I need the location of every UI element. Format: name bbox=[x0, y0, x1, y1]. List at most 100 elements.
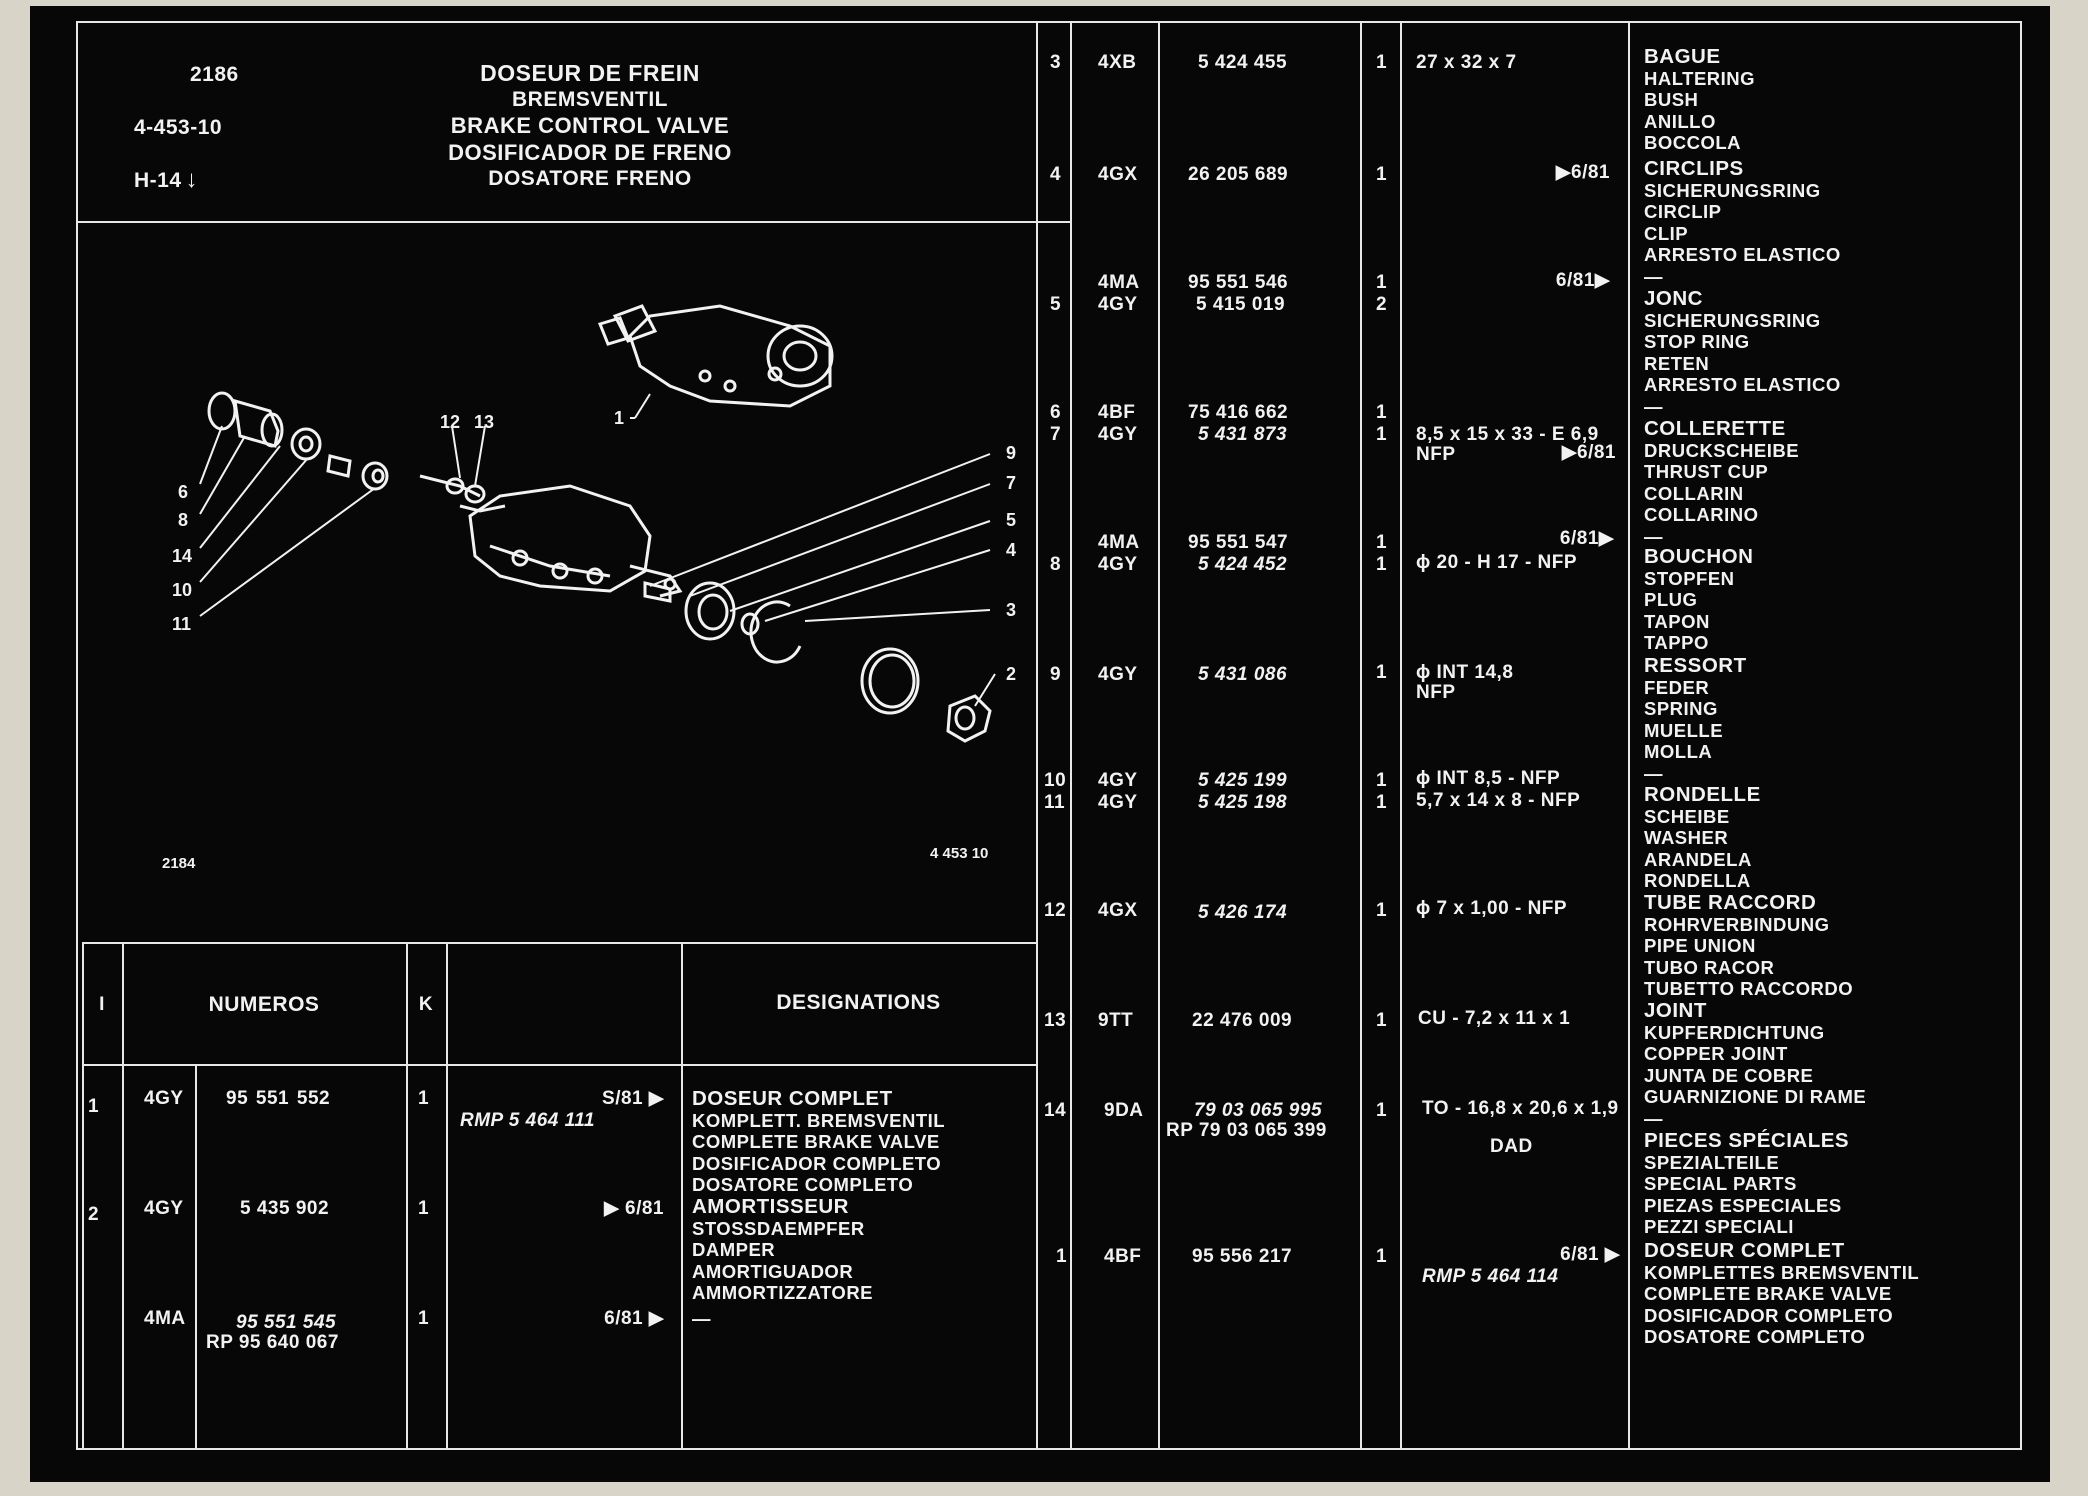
row-code: 4GY bbox=[1098, 792, 1138, 813]
col-header-index: I bbox=[99, 994, 105, 1015]
diagram-caption-right: 4 453 10 bbox=[930, 845, 988, 862]
row-k: 1 bbox=[1376, 554, 1388, 575]
row-spec-2: DAD bbox=[1490, 1136, 1533, 1157]
callout: 14 bbox=[172, 546, 192, 566]
desc-line: JOINT bbox=[1644, 999, 1707, 1022]
col-line bbox=[1158, 21, 1160, 1450]
row-number-alt: RP 95 640 067 bbox=[206, 1332, 339, 1353]
desc-line: BUSH bbox=[1644, 89, 1699, 110]
row-date: ▶6/81 bbox=[1555, 162, 1610, 183]
desc-line: COMPLETE BRAKE VALVE bbox=[692, 1131, 940, 1152]
bush-part bbox=[233, 398, 280, 448]
row-number: 5 424 455 bbox=[1198, 52, 1288, 73]
desc-line: ARRESTO ELASTICO bbox=[1644, 374, 1841, 395]
row-k: 1 bbox=[1376, 662, 1388, 683]
col-header-designations: DESIGNATIONS bbox=[776, 991, 941, 1014]
row-code: 4GY bbox=[1098, 294, 1138, 315]
row-number: 5 431 086 bbox=[1198, 664, 1288, 685]
row-index: 9 bbox=[1050, 664, 1062, 685]
ring-large bbox=[860, 647, 920, 715]
desc-line: THRUST CUP bbox=[1644, 461, 1769, 482]
row-date: 6/81▶ bbox=[1559, 528, 1614, 549]
parts-sheet: 2186 4-453-10 H-14↓ DOSEUR DE FREIN BREM… bbox=[30, 6, 2050, 1482]
row-index: 1 bbox=[88, 1096, 100, 1117]
row-index: 10 bbox=[1044, 770, 1067, 791]
desc-line: AMMORTIZZATORE bbox=[692, 1282, 874, 1303]
designation-group: BOUCHON STOPFEN PLUG TAPON TAPPO bbox=[1644, 546, 1753, 654]
row-code: 4GY bbox=[144, 1198, 184, 1219]
row-spec: ϕ 20 - H 17 - NFP bbox=[1416, 552, 1578, 573]
row-number: 5 425 198 bbox=[1198, 792, 1288, 813]
desc-line: — bbox=[1644, 265, 1663, 287]
row-k: 1 bbox=[1376, 424, 1388, 445]
row-k: 1 bbox=[1376, 770, 1388, 791]
callout: 11 bbox=[172, 614, 191, 634]
designation-group: JOINT KUPFERDICHTUNG COPPER JOINT JUNTA … bbox=[1644, 1000, 1866, 1129]
desc-line: STOP RING bbox=[1644, 331, 1750, 352]
desc-line: GUARNIZIONE DI RAME bbox=[1644, 1086, 1867, 1107]
callout: 8 bbox=[178, 510, 188, 530]
col-header-k: K bbox=[418, 994, 434, 1015]
diagram-caption-left: 2184 bbox=[162, 855, 196, 872]
col-line bbox=[1070, 21, 1072, 1450]
col-line bbox=[446, 942, 448, 1450]
desc-line: DOSIFICADOR COMPLETO bbox=[1644, 1304, 1894, 1326]
desc-line: BOUCHON bbox=[1644, 545, 1754, 568]
row-index: 14 bbox=[1044, 1100, 1067, 1121]
col-line bbox=[1360, 21, 1362, 1450]
callout: 3 bbox=[1006, 600, 1016, 620]
spring-part bbox=[326, 454, 352, 478]
valve-body-top bbox=[597, 304, 834, 408]
row-index: 4 bbox=[1050, 164, 1062, 185]
row-code: 4GY bbox=[1098, 770, 1138, 791]
desc-line: AMORTIGUADOR bbox=[692, 1260, 854, 1282]
desc-line: RONDELLA bbox=[1644, 870, 1751, 891]
row-spec-2: NFP bbox=[1416, 444, 1456, 465]
row-index: 6 bbox=[1050, 402, 1062, 423]
row-index: 5 bbox=[1050, 294, 1062, 315]
row-code: 4MA bbox=[144, 1308, 186, 1329]
plunger bbox=[419, 474, 481, 498]
row-index: 13 bbox=[1044, 1010, 1067, 1031]
col-line bbox=[406, 942, 408, 1450]
header-divider bbox=[76, 221, 1070, 223]
row-k: 1 bbox=[1376, 402, 1388, 423]
callout: 5 bbox=[1006, 510, 1016, 530]
damper-part bbox=[946, 694, 992, 743]
row-number: 95 551 552 bbox=[226, 1088, 331, 1109]
desc-line: ARRESTO ELASTICO bbox=[1644, 244, 1841, 265]
desc-line: PEZZI SPECIALI bbox=[1644, 1216, 1794, 1237]
row-note: RMP 5 464 111 bbox=[460, 1110, 596, 1131]
row-index: 11 bbox=[1044, 792, 1066, 813]
desc-line: — bbox=[1644, 525, 1663, 547]
frame-left bbox=[76, 21, 78, 1450]
desc-line: — bbox=[1644, 1107, 1663, 1129]
washer-part bbox=[290, 427, 322, 461]
desc-line: MUELLE bbox=[1644, 719, 1724, 741]
desc-line: — bbox=[1644, 395, 1663, 417]
desc-line: DOSEUR COMPLET bbox=[1644, 1239, 1845, 1262]
row-code: 4GY bbox=[1098, 554, 1138, 575]
row-date: 6/81 ▶ bbox=[604, 1308, 664, 1329]
row-number: 75 416 662 bbox=[1188, 402, 1289, 423]
valve-body-bottom bbox=[459, 484, 683, 598]
desc-line: TUBE RACCORD bbox=[1644, 891, 1817, 914]
designation-group: DOSEUR COMPLET KOMPLETTES BREMSVENTIL CO… bbox=[1644, 1240, 1919, 1348]
row-index: 7 bbox=[1050, 424, 1062, 445]
center-divider bbox=[1036, 21, 1038, 1450]
desc-line: DAMPER bbox=[692, 1239, 776, 1260]
row-number: 79 03 065 995 bbox=[1194, 1100, 1323, 1121]
desc-line: PIECES SPÉCIALES bbox=[1644, 1129, 1850, 1152]
desc-line: COLLERETTE bbox=[1644, 417, 1786, 440]
desc-line: TUBO RACOR bbox=[1644, 956, 1775, 978]
designation-group: JONC SICHERUNGSRING STOP RING RETEN ARRE… bbox=[1644, 288, 1841, 417]
leader-lines bbox=[199, 393, 996, 707]
row-designation: DOSEUR COMPLET KOMPLETT. BREMSVENTIL COM… bbox=[692, 1088, 945, 1196]
row-date: 6/81 ▶ bbox=[1560, 1244, 1620, 1265]
desc-line: — bbox=[1644, 762, 1663, 784]
row-code: 4BF bbox=[1098, 402, 1136, 423]
row-number: 95 556 217 bbox=[1192, 1246, 1293, 1267]
designation-group: RESSORT FEDER SPRING MUELLE MOLLA — bbox=[1644, 655, 1747, 784]
row-code: 4GY bbox=[1098, 664, 1138, 685]
row-date: S/81 ▶ bbox=[602, 1088, 664, 1109]
